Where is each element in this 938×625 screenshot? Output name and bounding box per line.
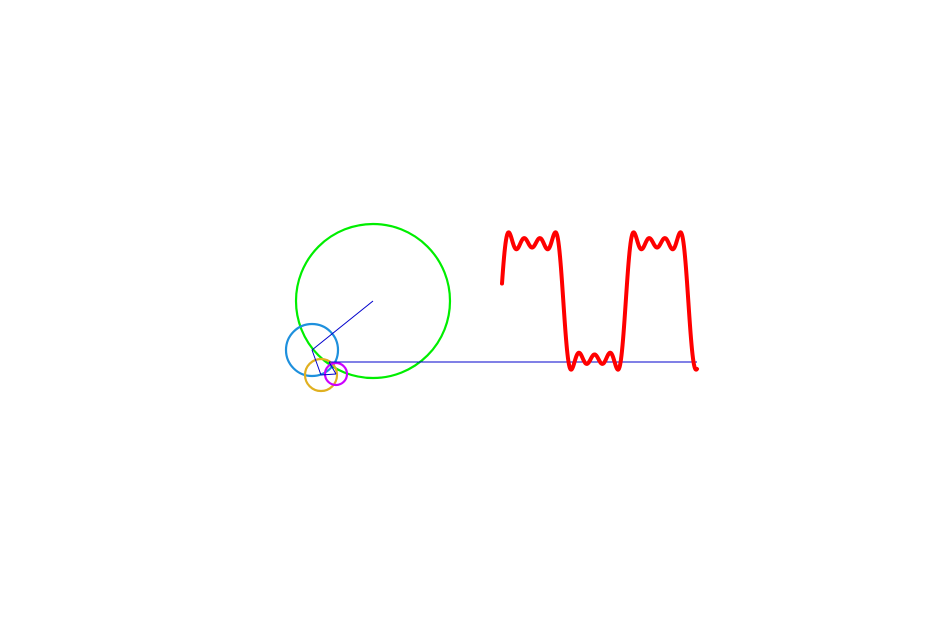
harmonic-circle-5 bbox=[303, 357, 339, 393]
radius-line-4 bbox=[328, 361, 337, 375]
harmonic-circle-3 bbox=[284, 322, 340, 378]
radius-line-2 bbox=[311, 349, 322, 376]
radius-line-1 bbox=[311, 300, 374, 351]
square-wave-curve bbox=[500, 230, 699, 372]
harmonic-circle-1 bbox=[294, 222, 452, 380]
harmonic-circle-7 bbox=[323, 361, 349, 387]
radius-line-3 bbox=[320, 373, 337, 376]
